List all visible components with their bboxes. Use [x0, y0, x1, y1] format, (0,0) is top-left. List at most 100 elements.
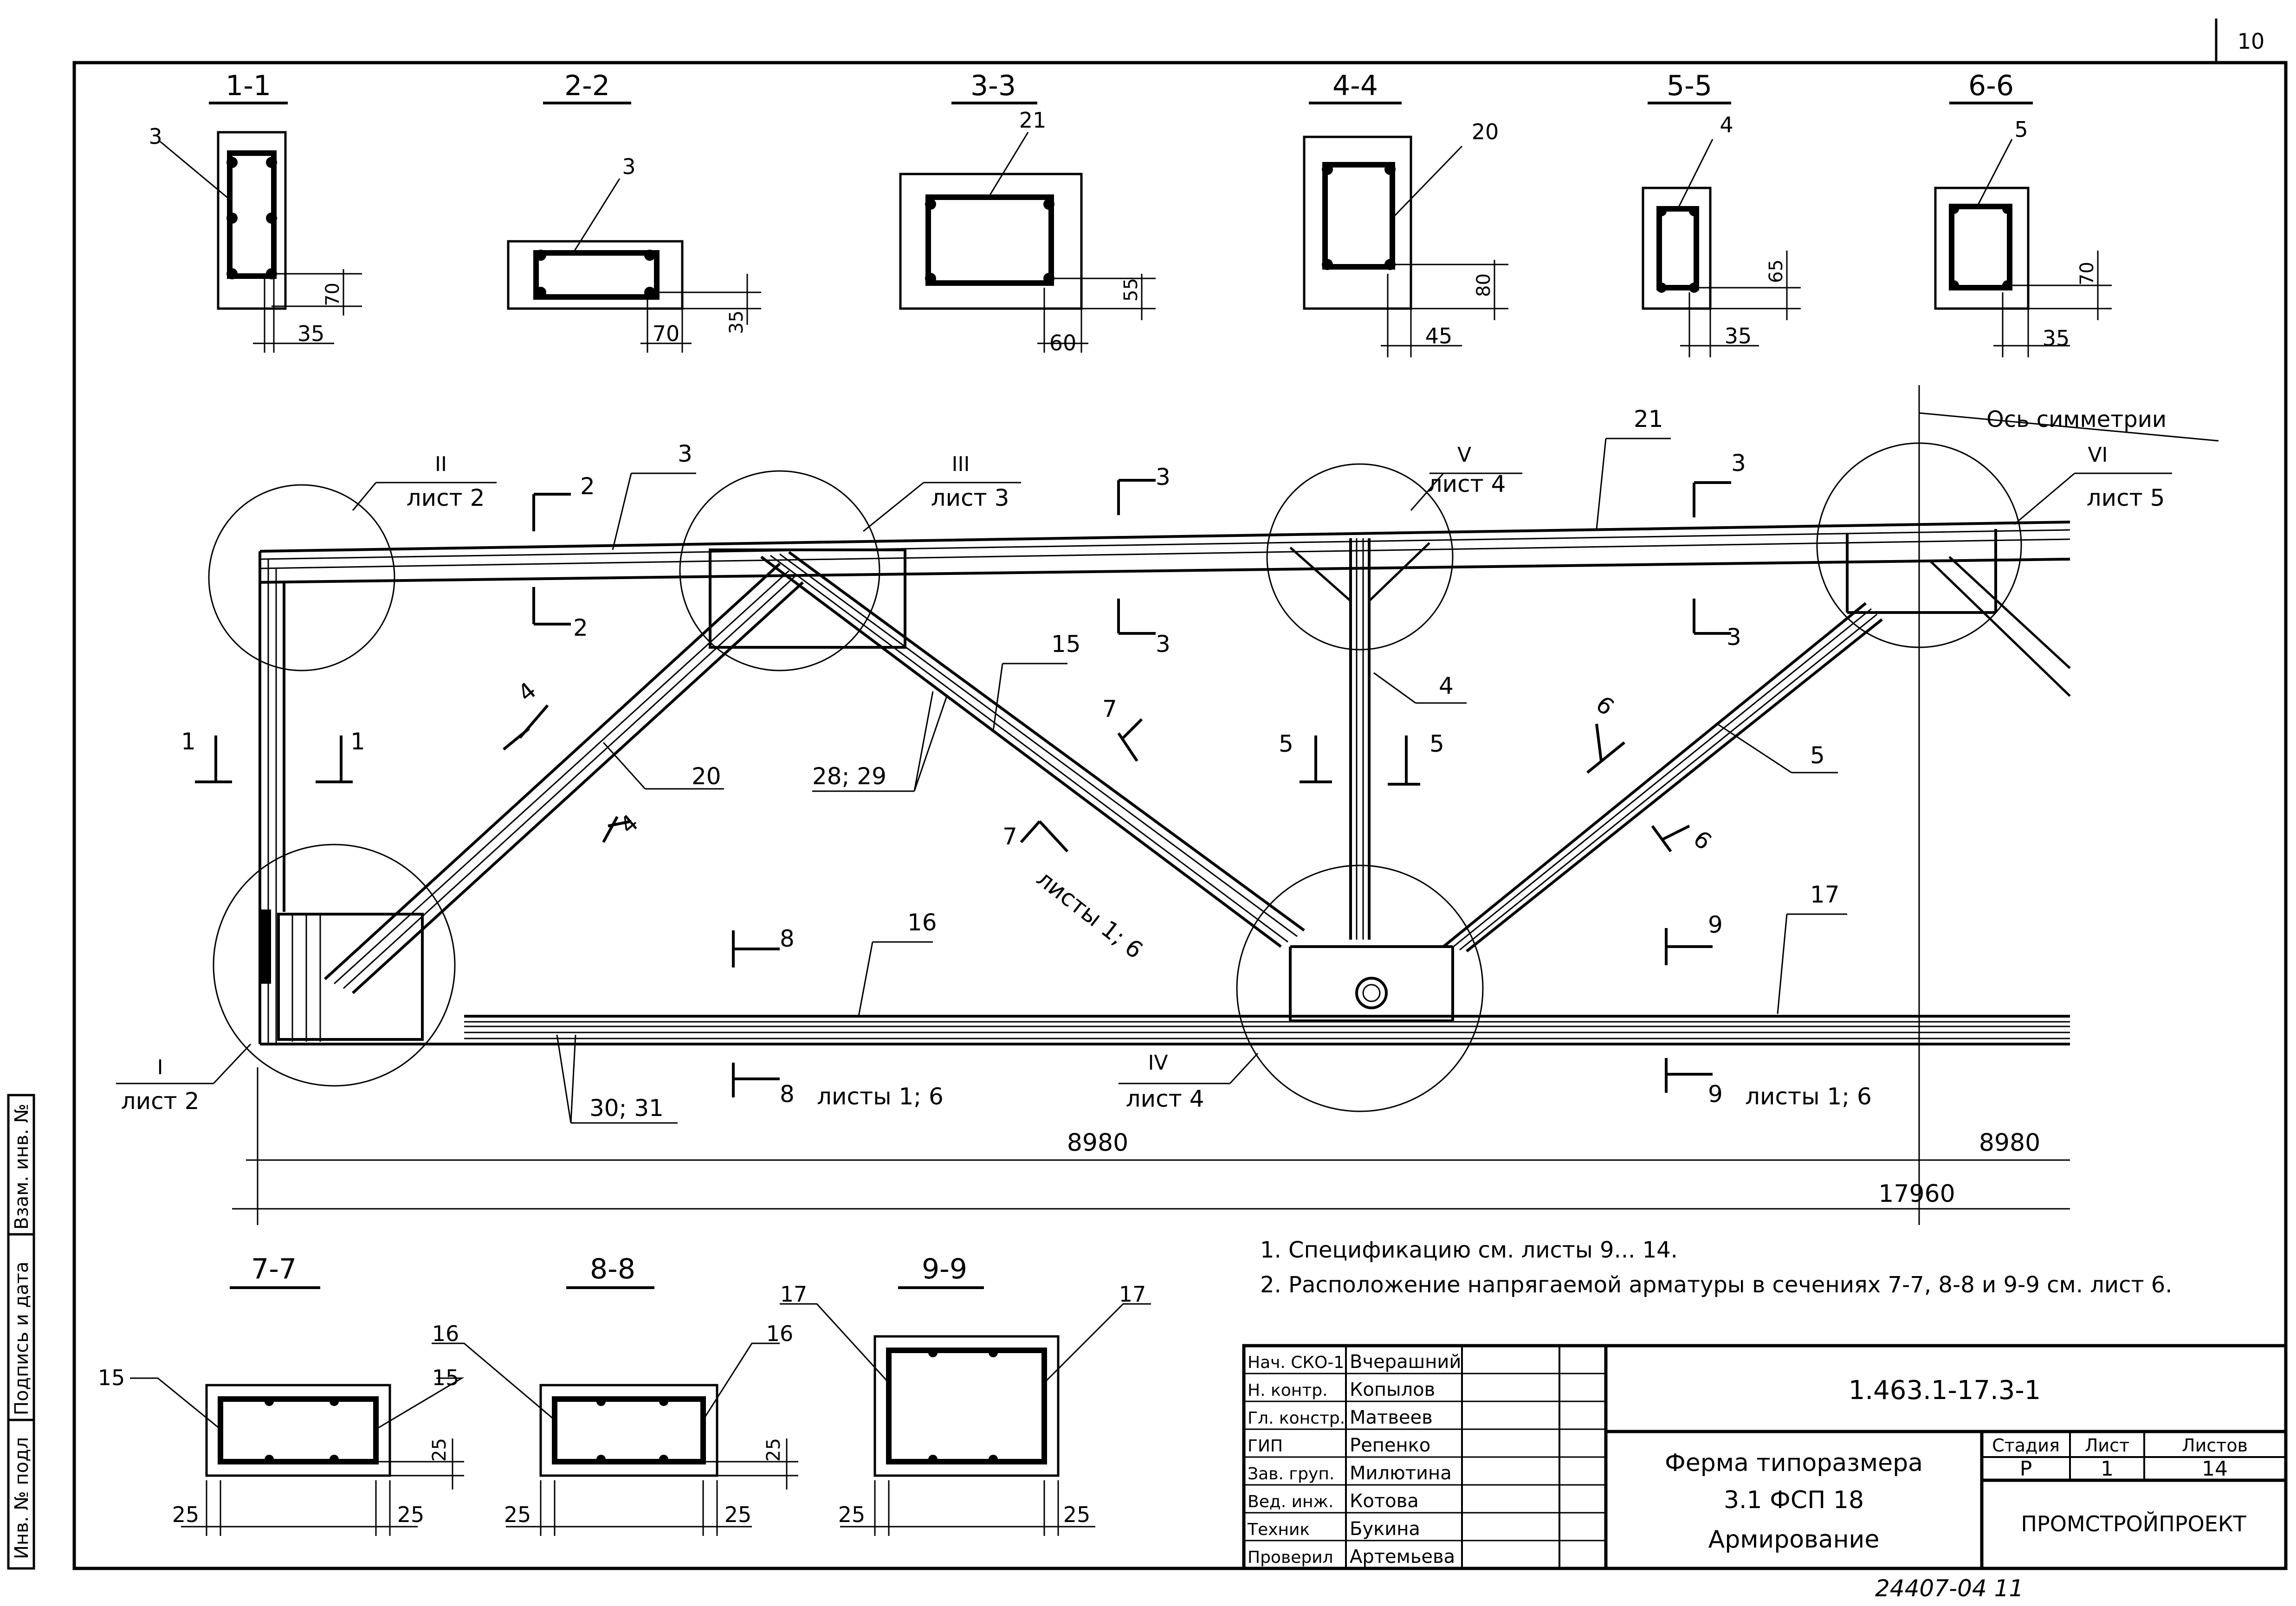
dim-v: 35 — [726, 310, 747, 334]
title-block — [1242, 1344, 2288, 1570]
mark-left: 17 — [780, 1282, 808, 1307]
sheet-value: 1 — [2101, 1457, 2114, 1481]
sig-name-7: Букина — [1350, 1518, 1420, 1540]
title-block-text: Нач. СКО-1 Вчерашний Н. контр. Копылов Г… — [1247, 1351, 2248, 1567]
cut-mark-1-left: 1 — [181, 728, 196, 755]
dim-total: 17960 — [1878, 1180, 1955, 1208]
dim-v: 70 — [2076, 262, 2098, 285]
node-III-sheet: лист 3 — [931, 484, 1009, 511]
sig-name-5: Милютина — [1350, 1463, 1452, 1484]
stage-label: Стадия — [1992, 1435, 2060, 1456]
section-title: 3-3 — [970, 70, 1016, 102]
section-title: 4-4 — [1332, 70, 1378, 102]
cut-mark-1-right: 1 — [350, 728, 365, 755]
note-1: 1. Спецификацию см. листы 9... 14. — [1260, 1237, 1678, 1263]
mark-28-29: 28; 29 — [812, 763, 886, 790]
cut-mark-9-bottom: 9 — [1708, 1081, 1723, 1108]
cut-mark-2-top: 2 — [580, 473, 595, 500]
sheet-label: Лист — [2085, 1435, 2129, 1456]
dim-v: 25 — [763, 1438, 784, 1462]
dim-v: 55 — [1120, 278, 1142, 302]
mark-label: 3 — [149, 124, 162, 149]
node-II-sheet: лист 2 — [407, 484, 485, 511]
section-5-5: 5-5 4 65 35 — [1642, 70, 1801, 357]
strip-inv-podl: Инв. № подл — [11, 1437, 32, 1559]
section-3-3: 3-3 21 55 60 — [899, 70, 1156, 355]
cut-mark-2-bottom: 2 — [573, 614, 588, 641]
axis-of-symmetry-label: Ось симметрии — [1986, 406, 2167, 432]
left-strip — [7, 1094, 35, 1570]
mark-17: 17 — [1810, 881, 1840, 908]
section-6-6: 6-6 5 70 35 — [1934, 70, 2112, 357]
section-title: 6-6 — [1968, 70, 2014, 102]
dim-v: 80 — [1473, 273, 1494, 297]
node-V-sheet: лист 4 — [1428, 471, 1506, 497]
mark-right: 16 — [766, 1321, 794, 1346]
mark-3: 3 — [678, 440, 692, 467]
cut-mark-3b-bottom: 3 — [1727, 624, 1741, 651]
sig-role-7: Техник — [1247, 1520, 1310, 1539]
section-title: 5-5 — [1667, 70, 1712, 102]
cut-mark-3-bottom: 3 — [1156, 631, 1171, 658]
sig-role-2: Н. контр. — [1248, 1381, 1328, 1400]
notes: 1. Спецификацию см. листы 9... 14. 2. Ра… — [1260, 1237, 2173, 1298]
node-IV-roman: IV — [1148, 1051, 1168, 1075]
dim-h: 60 — [1049, 330, 1077, 355]
sheet-number: 10 — [2238, 29, 2265, 54]
section-1-1: 1-1 3 70 35 — [149, 70, 362, 353]
node-I-sheet: лист 2 — [121, 1088, 200, 1115]
mark-right: 15 — [432, 1365, 459, 1390]
cut-mark-5-right: 5 — [1429, 730, 1444, 757]
doc-code: 1.463.1-17.3-1 — [1849, 1375, 2041, 1406]
note-2: 2. Расположение напрягаемой арматуры в с… — [1260, 1272, 2173, 1298]
stage-value: Р — [2020, 1457, 2032, 1481]
title-line-2: 3.1 ФСП 18 — [1724, 1486, 1864, 1514]
dim-r: 25 — [1063, 1502, 1091, 1527]
cut-mark-8-bottom: 8 — [780, 1081, 795, 1108]
sig-role-4: ГИП — [1248, 1437, 1283, 1456]
sig-name-4: Репенко — [1350, 1435, 1430, 1456]
cut-mark-7-top: 7 — [1102, 696, 1117, 722]
mark-16: 16 — [907, 909, 937, 936]
section-8-8: 8-8 16 16 25 25 25 — [432, 1253, 798, 1536]
sig-name-2: Копылов — [1350, 1379, 1435, 1400]
sig-role-3: Гл. констр. — [1248, 1409, 1345, 1428]
cut-mark-9-top: 9 — [1708, 911, 1723, 938]
mark-4: 4 — [1439, 672, 1454, 699]
node-VI-roman: VI — [2088, 443, 2108, 467]
cut-mark-3b-top: 3 — [1731, 450, 1746, 477]
dim-h: 35 — [2043, 326, 2070, 351]
sheets-8: листы 1; 6 — [817, 1083, 944, 1110]
dim-v: 70 — [322, 283, 343, 306]
section-4-4: 4-4 20 80 45 — [1303, 70, 1508, 357]
cut-mark-3-top: 3 — [1156, 464, 1171, 490]
section-9-9: 9-9 17 17 25 25 — [780, 1253, 1151, 1536]
mark-label: 3 — [622, 154, 635, 179]
cut-mark-5-left: 5 — [1279, 730, 1294, 757]
dim-half-right: 8980 — [1979, 1129, 2040, 1157]
dim-l: 25 — [172, 1502, 200, 1527]
dim-l: 25 — [838, 1502, 866, 1527]
organization: ПРОМСТРОЙПРОЕКТ — [2021, 1511, 2246, 1536]
section-title: 2-2 — [564, 70, 610, 102]
section-title: 8-8 — [590, 1253, 635, 1285]
cut-mark-7-bottom: 7 — [1002, 823, 1017, 850]
dim-h: 35 — [1725, 323, 1752, 348]
sig-role-6: Вед. инж. — [1248, 1492, 1333, 1511]
mark-label: 5 — [2014, 117, 2028, 142]
sig-name-3: Матвеев — [1350, 1407, 1433, 1428]
dim-h: 70 — [653, 321, 680, 346]
mark-label: 4 — [1720, 112, 1733, 137]
sheets-label: Листов — [2182, 1435, 2248, 1456]
mark-label: 20 — [1472, 119, 1499, 144]
section-2-2: 2-2 3 35 70 — [507, 70, 761, 353]
mark-label: 21 — [1019, 108, 1047, 133]
cut-mark-8-top: 8 — [780, 925, 795, 952]
stamp-number: 24407-04 11 — [1875, 1575, 2024, 1602]
sig-name-6: Котова — [1350, 1490, 1419, 1512]
mark-left: 16 — [432, 1321, 459, 1346]
mark-left: 15 — [98, 1365, 125, 1390]
strip-vzam-inv: Взам. инв. № — [11, 1103, 32, 1230]
dim-l: 25 — [504, 1502, 531, 1527]
